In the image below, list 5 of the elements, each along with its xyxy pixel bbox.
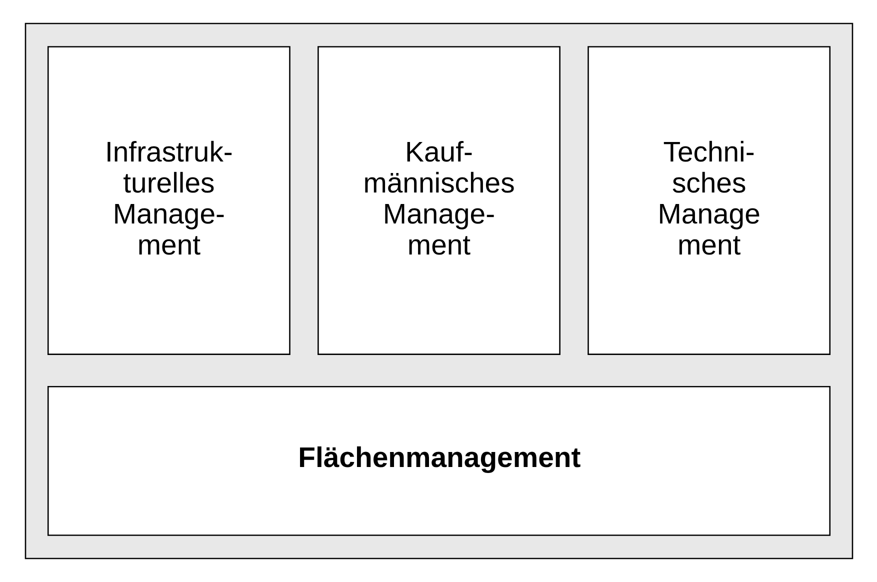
node-box: Techni- sches Manage ment <box>587 46 830 355</box>
cluster <box>24 22 853 560</box>
node-box: Infrastruk- turelles Manage- ment <box>46 46 290 355</box>
node-box: Kauf- männisches Manage- ment <box>317 46 560 355</box>
node-box: Flächenmanagement <box>46 386 830 536</box>
